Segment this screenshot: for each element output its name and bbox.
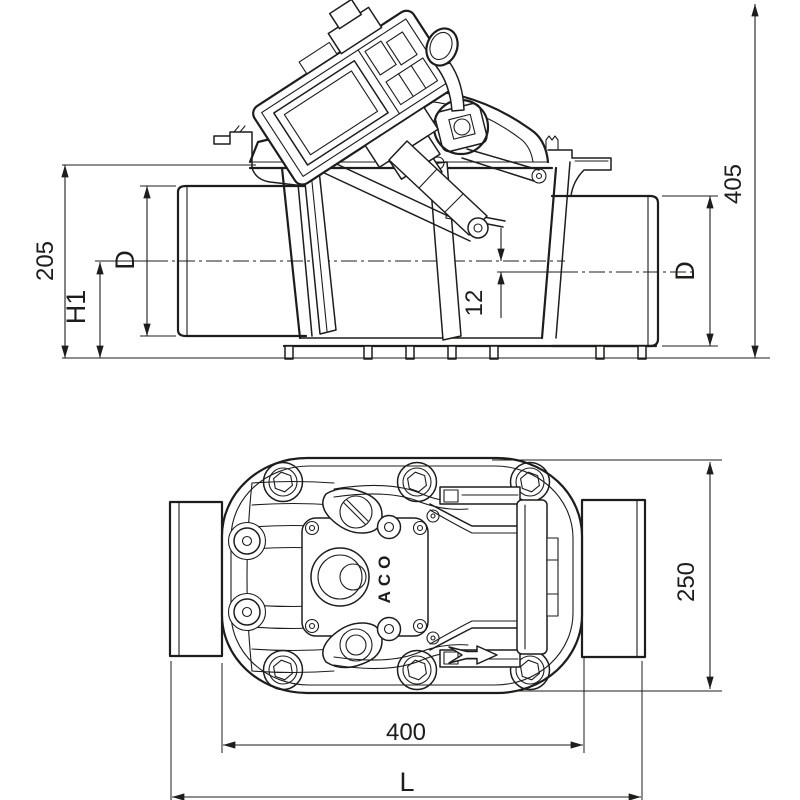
dim-label-d-outlet: D [670, 261, 700, 281]
dim-label-405: 405 [720, 164, 747, 204]
outlet-pipe [550, 194, 660, 348]
dim-label-250: 250 [673, 562, 700, 602]
dim-l: L [170, 661, 643, 800]
dim-label-l: L [399, 767, 414, 797]
dim-label-205: 205 [32, 241, 59, 281]
dim-d-inlet: D [110, 185, 176, 337]
clamp-lever-top [322, 487, 402, 540]
plan-mechanism: ACO [227, 480, 559, 674]
flap-left [303, 169, 337, 335]
dim-405: 405 [720, 4, 759, 358]
brand-text: ACO [375, 551, 394, 604]
plan-view: ACO 250 400 L [168, 456, 722, 800]
flap-right [428, 161, 462, 341]
dim-400: 400 [221, 657, 585, 753]
motor-actuator [252, 0, 457, 188]
plan-inlet-pipe [168, 500, 224, 658]
dim-label-d-inlet: D [110, 250, 140, 270]
dim-250: 250 [492, 459, 722, 692]
flap-crossbar [516, 499, 548, 655]
dim-label-400: 400 [386, 719, 426, 746]
dim-label-h1: H1 [61, 290, 91, 325]
clamp-lever-bottom [322, 616, 402, 669]
dim-12: 12 [461, 228, 505, 318]
dim-label-12: 12 [461, 290, 488, 317]
body-feet [284, 345, 647, 360]
valve-body [248, 161, 658, 360]
left-clamp-bracket [213, 131, 253, 169]
side-view: 205 H1 D 12 D 405 [32, 0, 770, 360]
actuator-rod [388, 140, 489, 239]
right-clamp-tab [547, 149, 612, 197]
plan-flap-assembly [426, 486, 559, 668]
dim-h1: H1 [61, 262, 104, 358]
lock-knob [432, 98, 547, 184]
hinge-pins [227, 521, 267, 632]
inlet-pipe [176, 184, 308, 338]
hand-lever [425, 27, 465, 112]
flow-direction-arrow [448, 645, 498, 665]
center-mount [301, 517, 429, 637]
plan-outlet-pipe [580, 498, 647, 659]
dim-205: 205 [32, 164, 770, 359]
dim-d-outlet: D [662, 195, 718, 347]
